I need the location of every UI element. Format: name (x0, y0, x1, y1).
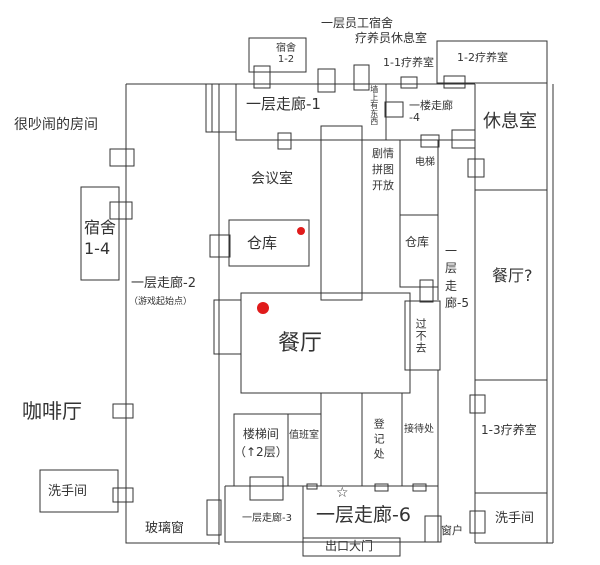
room-dining: 餐厅 (278, 331, 323, 356)
room-stairs: 楼梯间 （↑2层） (234, 427, 288, 459)
corridor-4: 一楼走廊 -4 (409, 99, 453, 125)
room-elevator: 电梯 (415, 157, 435, 168)
corridor-2: 一层走廊-2 (131, 276, 196, 291)
corridor-6: 一层走廊-6 (316, 504, 411, 526)
red-dot-storage (297, 227, 305, 235)
room-restroom-right: 洗手间 (495, 511, 535, 526)
room-ward-1-2: 1-2疗养室 (457, 51, 508, 64)
room-storage-2: 仓库 (405, 235, 430, 249)
label-cafe: 咖啡厅 (22, 399, 82, 423)
room-registration: 登记处 (372, 418, 386, 463)
room-storage-1: 仓库 (247, 234, 278, 252)
label-glass-window: 玻璃窗 (145, 521, 185, 536)
room-ward-1-3: 1-3疗养室 (481, 423, 537, 437)
label-noisy-room: 很吵闹的房间 (14, 117, 98, 133)
wall-note: 墙上有东西 (369, 85, 379, 125)
star-marker: ☆ (336, 485, 349, 501)
room-ward-1-1: 1-1疗养室 (383, 56, 434, 69)
label-nurse-lounge: 疗养员休息室 (355, 31, 428, 45)
room-meeting: 会议室 (251, 171, 293, 187)
label-window: 窗户 (441, 524, 463, 537)
room-lounge: 休息室 (483, 111, 537, 132)
room-duty: 值班室 (289, 430, 319, 441)
label-blocked: 过不去 (414, 318, 428, 354)
corridor-3: 一层走廊-3 (242, 513, 292, 524)
exit-gate: 出口大门 (325, 539, 374, 553)
label-start-point: （游戏起始点） (129, 297, 193, 307)
room-reception: 接待处 (404, 424, 434, 435)
room-dorm-1-2: 宿舍 1-2 (276, 43, 296, 65)
room-dorm-1-4: 宿舍 1-4 (84, 218, 117, 258)
label-staff-dorm: 一层员工宿舍 (321, 16, 394, 30)
room-dining-q: 餐厅? (492, 266, 533, 285)
room-restroom-left: 洗手间 (48, 484, 88, 499)
corridor-5: 一层走廊-5 (445, 244, 469, 311)
corridor-1: 一层走廊-1 (246, 95, 321, 113)
red-dot-dining (257, 302, 269, 314)
label-story-puzzle: 剧情拼图开放 (372, 147, 394, 192)
